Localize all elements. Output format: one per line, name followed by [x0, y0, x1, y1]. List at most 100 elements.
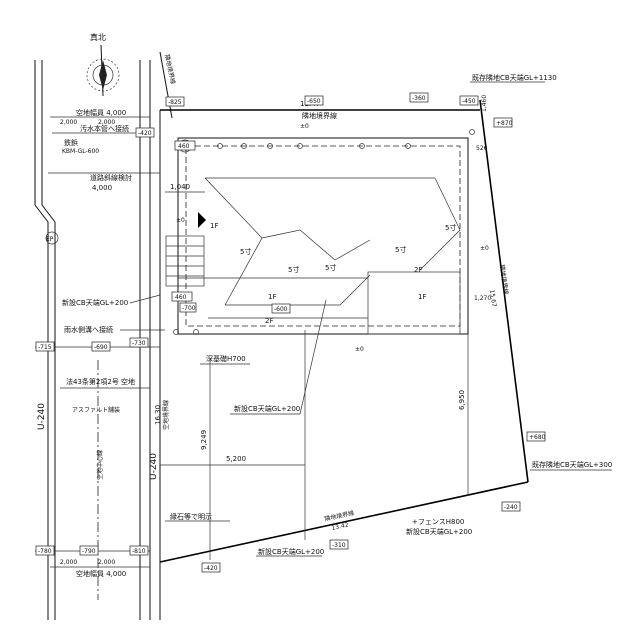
rain-note: 雨水側溝へ接続 — [64, 325, 113, 334]
road-width-top: 空地幅員 4,000 — [76, 108, 126, 117]
building-inner-outline — [185, 145, 461, 327]
dim-700: -700 — [182, 305, 196, 312]
new-cb-mid: 新設CB天端GL+200 — [234, 404, 300, 413]
slope-b: 5寸 — [288, 265, 299, 274]
dim-450: -450 — [462, 98, 476, 105]
new-cb-left: 新設CB天端GL+200 — [62, 298, 128, 307]
post-9 — [469, 129, 475, 135]
dim-420b-box — [201, 562, 221, 573]
interior-dimensions: 9,249 5,200 6,950 新設CB天端GL+200 縁石等で明示 — [160, 299, 469, 560]
post-5 — [359, 143, 365, 149]
dim-870: +870 — [496, 120, 513, 127]
top-boundary-label: 隣地境界線 — [302, 111, 337, 120]
ep-marker — [45, 231, 59, 245]
u240-right: U-240 — [149, 453, 159, 480]
slope-a: 5寸 — [240, 247, 251, 256]
cb-left-leader — [129, 294, 161, 304]
dim-450-box — [459, 95, 479, 106]
existing-cb-top: 既存隣地CB天端GL+1130 — [472, 73, 557, 82]
dim-810: -810 — [132, 548, 146, 555]
floor-1f-a: 1F — [210, 222, 218, 230]
right-boundary: 隣地境界線 15.67 +680 既存隣地CB天端GL+300 -240 — [479, 99, 612, 512]
dim-780: -780 — [38, 548, 52, 555]
post-3 — [267, 143, 273, 149]
compass-circle — [86, 58, 120, 92]
pm0-d: ±0 — [355, 346, 364, 353]
dim-790: -790 — [82, 548, 96, 555]
dim-1460: 1,460 — [481, 95, 488, 112]
dim-650-box — [304, 95, 324, 106]
dim-810-box — [129, 545, 149, 556]
setback-note: 道路斜線検討 — [90, 173, 132, 182]
roof-valley — [261, 229, 371, 261]
dim-825-box — [165, 96, 185, 107]
new-cb-mid-leader — [299, 299, 327, 415]
dim-2000-bottom-b: 2,000 — [98, 559, 115, 566]
new-cb-bottom: 新設CB天端GL+200 — [258, 547, 324, 556]
entry-steps — [165, 235, 205, 287]
floor-2f-b: 2F — [414, 266, 422, 274]
dim-526: 526 — [476, 145, 488, 152]
post-1 — [217, 143, 223, 149]
dim-790-box — [79, 545, 99, 556]
dim-1270: 1,270 — [474, 295, 491, 302]
dim-680: +680 — [529, 434, 546, 441]
dim-9249: 9,249 — [200, 430, 208, 450]
pm0-c: ±0 — [480, 245, 489, 252]
dim-2000-bottom: 2,000 — [60, 559, 77, 566]
dim-2000-top: 2,000 — [60, 119, 77, 126]
dim-600-box — [271, 303, 291, 314]
road-width-bottom: 空地幅員 4,000 — [76, 569, 126, 578]
post-6 — [405, 143, 411, 149]
dim-240-box — [501, 501, 521, 512]
sewer-note: 汚水本管へ接続 — [80, 124, 129, 133]
dim-5200: 5,200 — [226, 455, 246, 463]
dim-690: -690 — [94, 344, 108, 351]
existing-cb-right: 既存隣地CB天端GL+300 — [532, 460, 612, 469]
post-8 — [193, 329, 199, 335]
dim-715: -715 — [38, 344, 52, 351]
dim-360: -360 — [412, 95, 426, 102]
post-7 — [173, 329, 179, 335]
post-4 — [297, 143, 303, 149]
fence-note: +フェンスH800 — [412, 518, 464, 526]
curb-note: 縁石等で明示 — [170, 512, 212, 521]
dim-780-box — [35, 545, 55, 556]
dim-1040: 1,040 — [170, 183, 190, 191]
left-road: 空地幅員 4,000 2,000 2,000 汚水本管へ接続 鉄鋲 KBM-GL… — [34, 60, 170, 620]
annex-1f — [367, 271, 461, 335]
dim-460b-box — [171, 291, 193, 302]
u240-left: U-240 — [37, 403, 47, 430]
ep-label: EP — [46, 236, 54, 243]
entry-arrow-icon — [198, 212, 206, 228]
east-boundary-label: 隣地境界線 — [498, 264, 510, 295]
east-length: 15.67 — [488, 289, 497, 307]
dim-715-box — [35, 341, 55, 352]
legal-note: 法43条第2項2号 空地 — [66, 377, 135, 386]
dim-730: -730 — [132, 340, 146, 347]
slope-d: 5寸 — [395, 245, 406, 254]
road-diagonal — [159, 51, 173, 119]
east-boundary-line — [479, 99, 529, 483]
north-compass: 真北 — [86, 32, 120, 97]
compass-needle-icon — [99, 60, 107, 90]
bottom-boundary: 隣地境界線 13.42 -310 -420 +フェンスH800 新設CB天端GL… — [159, 481, 529, 573]
centerline-label: 空地中心線 — [96, 450, 104, 480]
benchmark-line1: 鉄鋲 — [64, 138, 78, 147]
dim-650: -650 — [307, 98, 321, 105]
pm0-a: ±0 — [176, 217, 185, 224]
dim-730-box — [129, 337, 149, 348]
road-edge-left — [34, 60, 49, 620]
roof-hip-right — [419, 177, 461, 271]
setback-dim: 4,000 — [92, 184, 112, 192]
floor-1f-c: 1F — [418, 293, 426, 301]
dim-420: -420 — [138, 130, 152, 137]
dim-6950: 6,950 — [458, 390, 466, 410]
dim-680-box — [526, 431, 546, 442]
paving-note: アスファルト舗装 — [72, 406, 120, 414]
vertical-dim: 16.30 — [154, 405, 162, 425]
floor-1f-b: 1F — [268, 293, 276, 301]
road-edge-left-inner — [41, 60, 56, 620]
dim-310-box — [329, 539, 349, 550]
